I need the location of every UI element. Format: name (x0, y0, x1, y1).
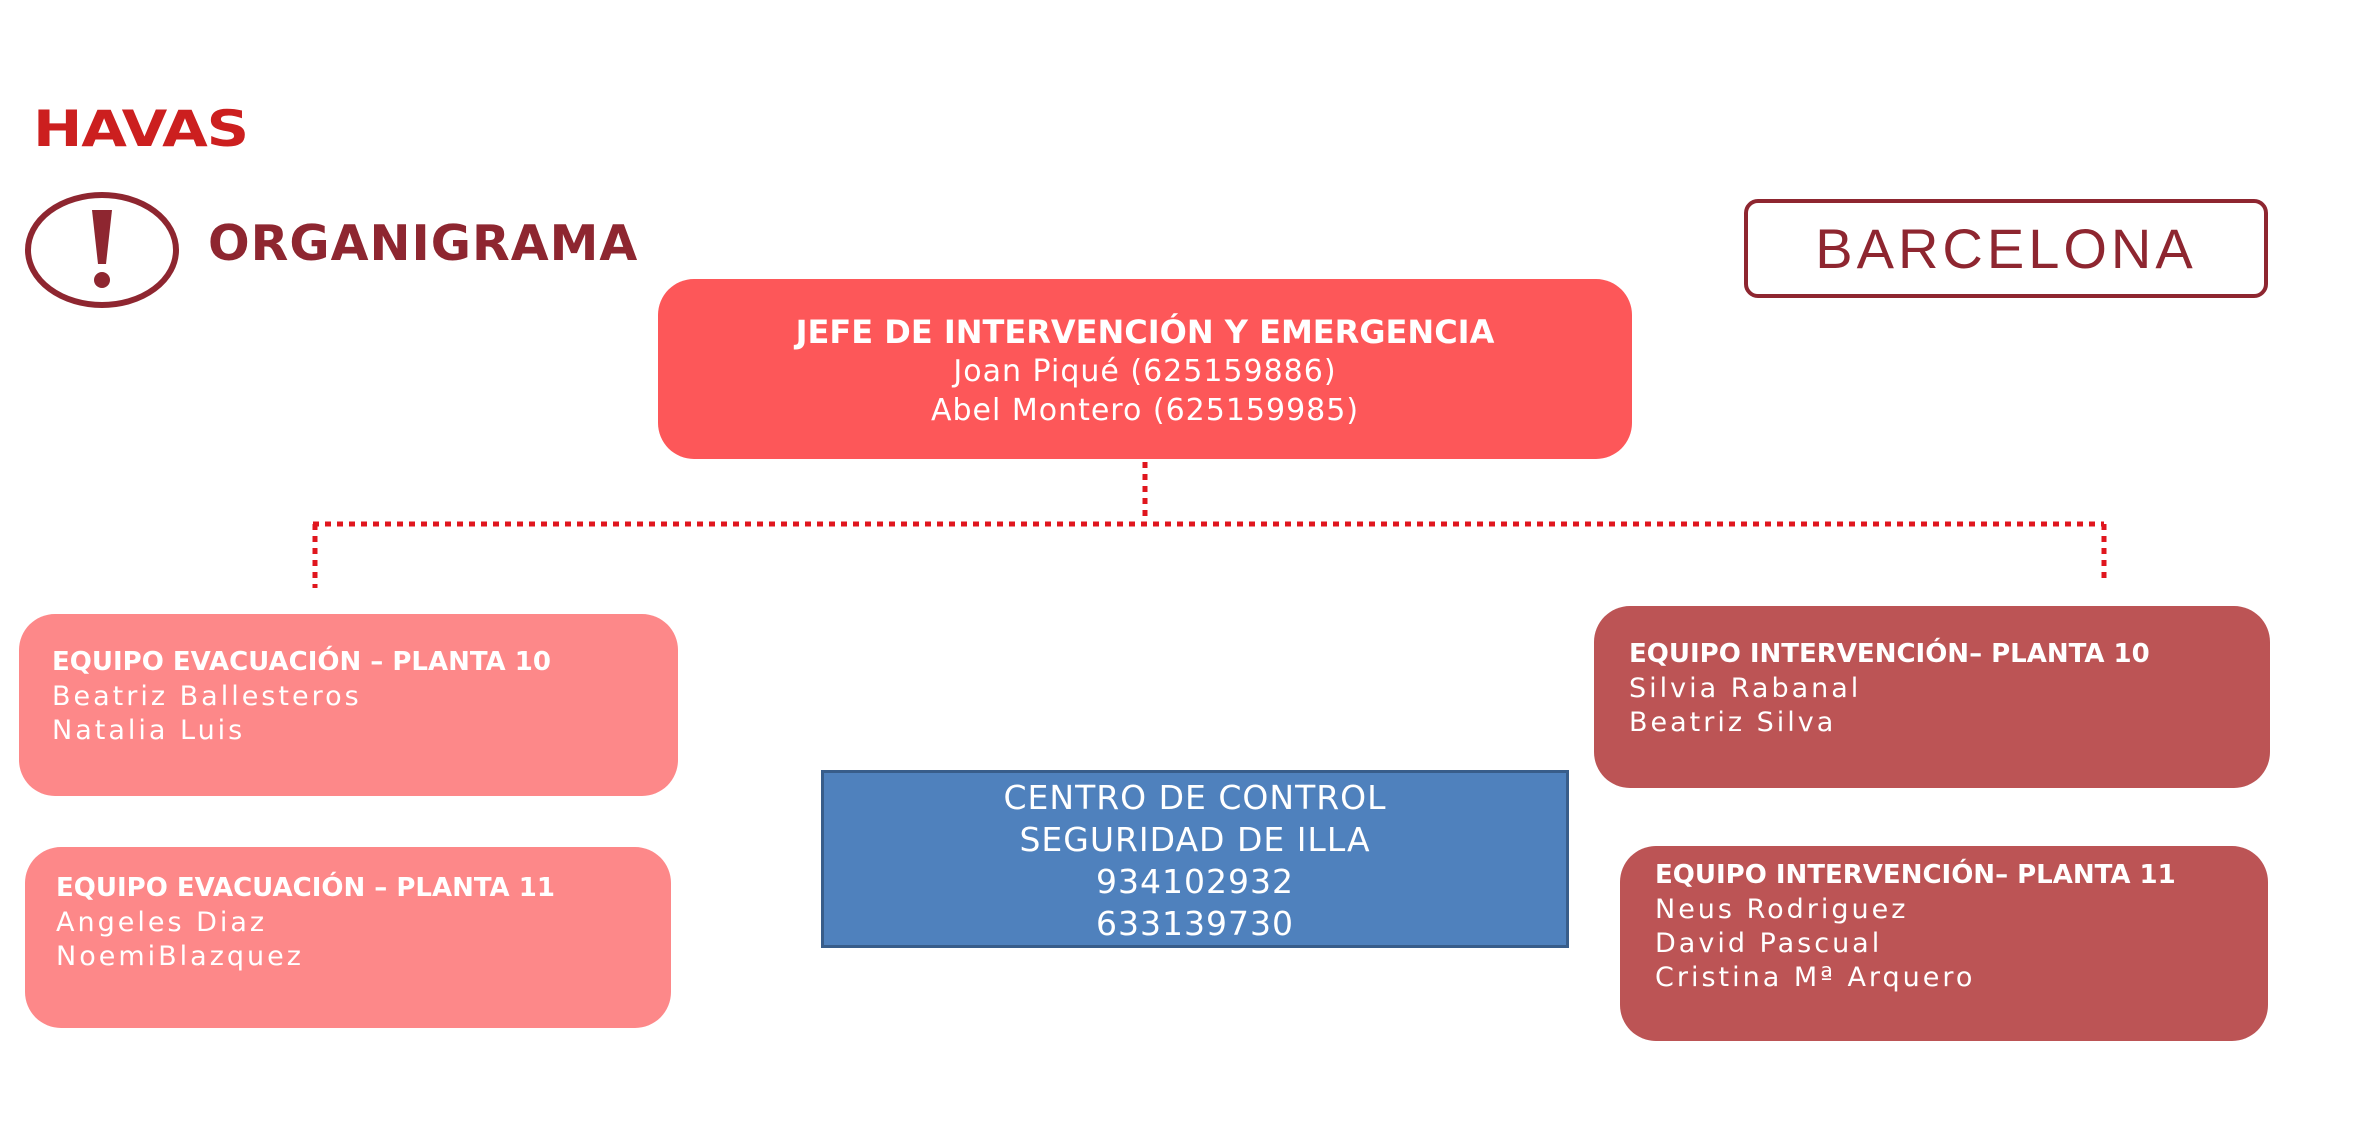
team-member: Cristina Mª Arquero (1655, 962, 1976, 993)
control-center-phone: 934102932 (1096, 862, 1294, 901)
chief-member: Joan Piqué (625159886) (953, 354, 1337, 389)
team-member: Natalia Luis (52, 715, 246, 746)
team-member: Angeles Diaz (56, 907, 268, 938)
evacuation-team-floor-11-card: EQUIPO EVACUACIÓN – PLANTA 11 Angeles Di… (25, 847, 671, 1028)
exclamation-circle-icon (25, 192, 179, 308)
havas-logo: HAVAS (33, 100, 249, 158)
chief-title: JEFE DE INTERVENCIÓN Y EMERGENCIA (795, 313, 1495, 351)
team-member: NoemiBlazquez (56, 941, 304, 972)
control-center-box: CENTRO DE CONTROL SEGURIDAD DE ILLA 9341… (821, 770, 1569, 948)
team-member: Beatriz Ballesteros (52, 681, 362, 712)
chief-member: Abel Montero (625159985) (930, 393, 1360, 428)
control-center-line: CENTRO DE CONTROL (1003, 778, 1387, 817)
team-member: Neus Rodriguez (1655, 894, 1909, 925)
team-title: EQUIPO EVACUACIÓN – PLANTA 11 (56, 873, 555, 903)
team-member: Silvia Rabanal (1629, 673, 1862, 704)
city-badge: BARCELONA (1744, 199, 2268, 298)
city-label: BARCELONA (1815, 217, 2197, 280)
team-title: EQUIPO INTERVENCIÓN– PLANTA 10 (1629, 639, 2150, 669)
evacuation-team-floor-10-card: EQUIPO EVACUACIÓN – PLANTA 10 Beatriz Ba… (19, 614, 678, 796)
team-title: EQUIPO INTERVENCIÓN– PLANTA 11 (1655, 860, 2176, 890)
intervention-team-floor-10-card: EQUIPO INTERVENCIÓN– PLANTA 10 Silvia Ra… (1594, 606, 2270, 788)
control-center-line: SEGURIDAD DE ILLA (1019, 820, 1371, 859)
team-member: David Pascual (1655, 928, 1883, 959)
page-title: ORGANIGRAMA (208, 215, 639, 272)
chief-card: JEFE DE INTERVENCIÓN Y EMERGENCIA Joan P… (658, 279, 1632, 459)
intervention-team-floor-11-card: EQUIPO INTERVENCIÓN– PLANTA 11 Neus Rodr… (1620, 846, 2268, 1041)
control-center-phone: 633139730 (1096, 904, 1294, 943)
team-member: Beatriz Silva (1629, 707, 1837, 738)
team-title: EQUIPO EVACUACIÓN – PLANTA 10 (52, 647, 551, 677)
